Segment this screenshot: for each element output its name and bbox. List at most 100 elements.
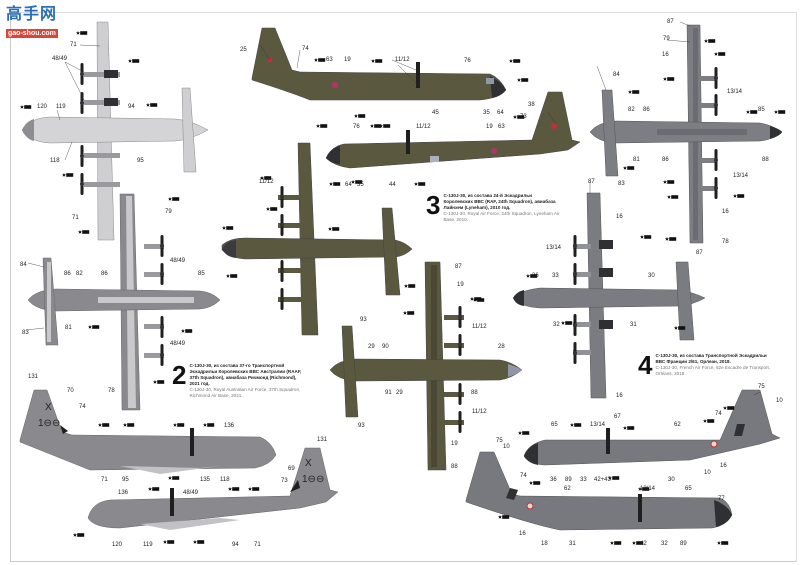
callout-label: 16 [616, 393, 623, 399]
scheme-number: 2 [172, 360, 187, 390]
callout-label: 87 [667, 19, 674, 25]
callout-label: 64 [345, 182, 352, 188]
scheme-description: C-130J-30, из состава 24-й Эскадрильи Ко… [443, 193, 561, 223]
callout-label: 75 [496, 438, 503, 444]
aircraft-plan-view-french-2 [512, 192, 706, 399]
callout-label: 13/14 [727, 89, 743, 95]
callout-label: 88 [471, 390, 478, 396]
scheme-description-ru: C-130J-30, из состава 24-й Эскадрильи Ко… [443, 193, 556, 210]
callout-label: 88 [451, 464, 458, 470]
aircraft-plan-view-raf-1 [221, 142, 413, 336]
svg-text:1⊖⊖: 1⊖⊖ [302, 474, 324, 485]
callout-label: 32 [661, 541, 668, 547]
callout-label: 93 [360, 317, 367, 323]
callout-label: 29 [368, 344, 375, 350]
callout-label: 77 [718, 496, 725, 502]
callout-label: 65 [685, 486, 692, 492]
callout-label: 16 [722, 209, 729, 215]
callout-label: 87 [696, 250, 703, 256]
callout-label: 10 [776, 398, 783, 404]
callout-label: 83 [22, 330, 29, 336]
callout-label: 10 [704, 470, 711, 476]
callout-labels: 71 48/49 120 119 94 118 95 71 79 48/49 8… [20, 19, 783, 548]
callout-label: 118 [50, 158, 60, 164]
logo-text: 高手网 [6, 4, 58, 23]
aircraft-plan-view-2 [27, 193, 221, 411]
aircraft-side-view-raf-2 [325, 91, 581, 169]
callout-label: 67 [614, 414, 621, 420]
callout-label: 70 [67, 388, 74, 394]
callout-label: 95 [122, 477, 129, 483]
callout-label: 31 [630, 322, 637, 328]
callout-label: 29 [396, 390, 403, 396]
callout-label: 38 [528, 102, 535, 108]
scheme-description: C-130J-30, из состава Транспортной Эскад… [655, 353, 773, 377]
callout-label: 36 [550, 477, 557, 483]
callout-label: 120 [37, 104, 48, 110]
callout-label: 16 [662, 52, 669, 58]
caption-scheme-2: 2 C-130J-30, из состава 37-го Транспортн… [172, 360, 307, 399]
callout-label: 86 [64, 271, 71, 277]
callout-label: 89 [565, 477, 572, 483]
aircraft-side-view-raf-1 [251, 27, 507, 101]
callout-label: 33 [552, 273, 559, 279]
callout-label: 32 [553, 322, 560, 328]
callout-label: 63 [498, 124, 505, 130]
callout-label: 88 [762, 157, 769, 163]
callout-label: 19 [451, 441, 458, 447]
callout-label: 86 [662, 157, 669, 163]
callout-label: 90 [382, 344, 389, 350]
callout-label: 71 [70, 42, 77, 48]
aircraft-plan-view-1 [21, 21, 209, 241]
callout-label: 95 [137, 158, 144, 164]
callout-label: 48/49 [170, 258, 186, 264]
callout-label: 74 [79, 404, 86, 410]
callout-label: 85 [198, 271, 205, 277]
callout-label: 16 [720, 463, 727, 469]
svg-text:X: X [45, 402, 52, 413]
callout-label: 73 [281, 478, 288, 484]
callout-label: 69 [288, 466, 295, 472]
callout-label: 71 [72, 215, 79, 221]
caption-scheme-4: 4 C-130J-30, из состава Транспортной Эск… [638, 352, 773, 378]
callout-label: 63 [326, 57, 333, 63]
scheme-description-en: C-130J-30, Royal Australian Air Force, 3… [189, 387, 301, 398]
callout-label: 78 [722, 239, 729, 245]
callout-label: 79 [165, 209, 172, 215]
callout-label: 119 [143, 542, 153, 548]
logo-url: gao-shou.com [6, 29, 58, 38]
callout-label: 19 [486, 124, 493, 130]
callout-label: 86 [101, 271, 108, 277]
callout-label: 13/14 [733, 173, 749, 179]
callout-label: 10 [503, 444, 510, 450]
callout-label: 25 [240, 47, 247, 53]
callout-label: 89 [680, 541, 687, 547]
callout-label: 73 [520, 114, 527, 120]
callout-label: 31 [569, 541, 576, 547]
callout-label: 94 [128, 104, 135, 110]
scheme-number: 3 [426, 190, 441, 220]
callout-label: 11/12 [472, 324, 487, 330]
callout-label: 45 [432, 110, 439, 116]
callout-label: 131 [28, 374, 39, 380]
callout-label: 13/14 [546, 245, 562, 251]
callout-label: 48/49 [52, 56, 68, 62]
watermark-logo: 高手网 gao-shou.com [6, 4, 70, 38]
callout-label: 118 [220, 477, 230, 483]
callout-label: 35 [357, 182, 364, 188]
callout-label: 136 [118, 490, 129, 496]
callout-label: 44 [389, 182, 396, 188]
callout-label: 30 [648, 273, 655, 279]
callout-label: 74 [302, 46, 309, 52]
callout-label: 33 [580, 477, 587, 483]
callout-label: 135 [200, 477, 211, 483]
callout-label: 79 [663, 36, 670, 42]
callout-label: 82 [76, 271, 83, 277]
callout-label: 84 [613, 72, 620, 78]
callout-label: 48/49 [170, 341, 186, 347]
callout-label: 81 [633, 157, 640, 163]
scheme-description-en: C-130J-30, Royal Air Force, 24th Squadro… [443, 211, 560, 222]
callout-label: 91 [385, 390, 392, 396]
callout-label: 62 [674, 422, 681, 428]
